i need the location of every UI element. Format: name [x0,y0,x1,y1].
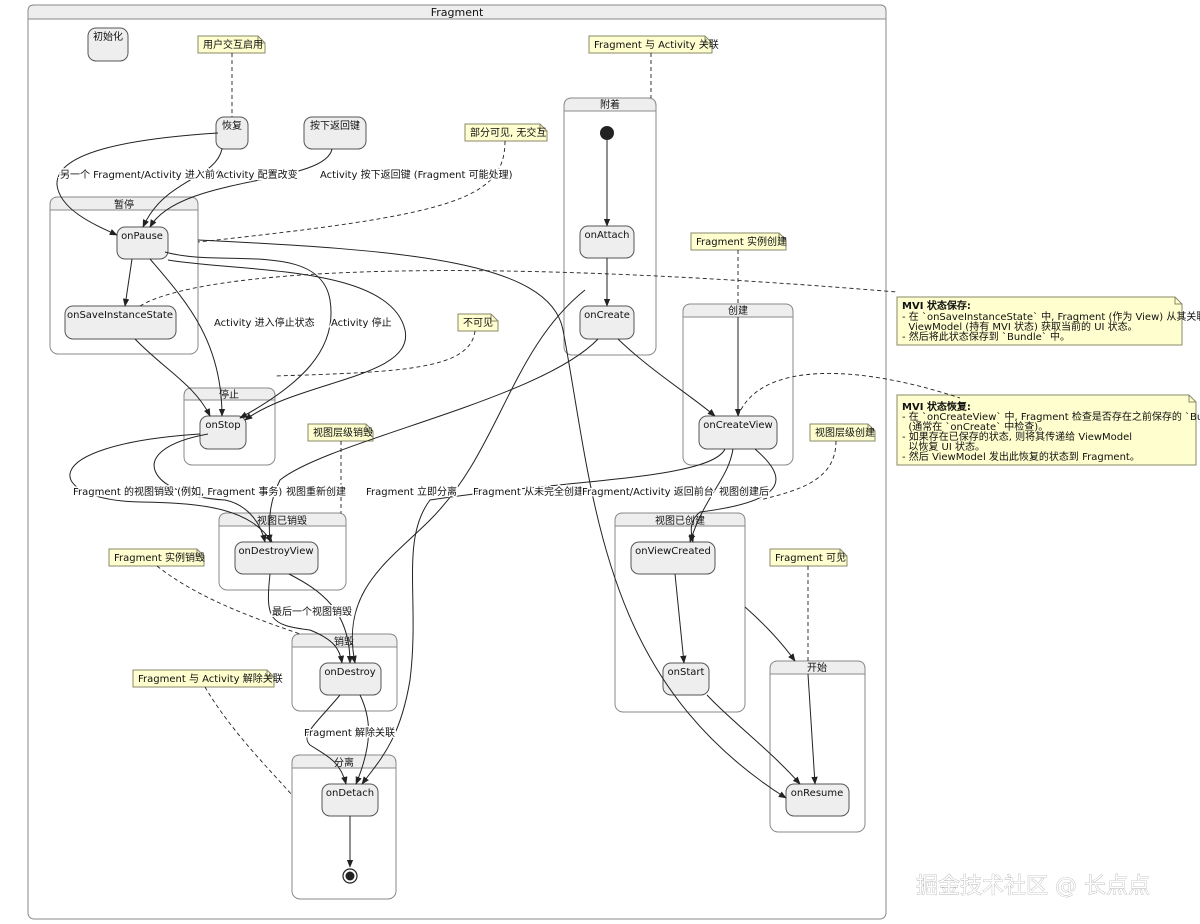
svg-text:Activity 按下返回键 (Fragment 可能处理): Activity 按下返回键 (Fragment 可能处理) [320,168,513,181]
state-onDestroy: onDestroy [319,662,382,696]
transitions [56,132,818,868]
state-onCreateView-label: onCreateView [703,420,772,431]
state-back-pressed: 按下返回键 [303,116,367,150]
note-unlink: Fragment 与 Activity 解除关联 [132,669,283,688]
svg-text:Activity 配置改变: Activity 配置改变 [217,168,298,181]
svg-text:视图层级销毁: 视图层级销毁 [313,426,373,439]
state-onCreate-label: onCreate [584,310,630,321]
note-instance-destroyed: Fragment 实例销毁 [108,548,205,567]
composite-started-label: 开始 [807,661,827,674]
svg-text:Fragment 实例销毁: Fragment 实例销毁 [114,551,205,564]
svg-text:Fragment 立即分离: Fragment 立即分离 [366,485,457,498]
composite-stopped-label: 停止 [219,388,239,401]
state-init: 初始化 [87,27,129,62]
state-onPause: onPause [116,226,169,260]
state-onSaveInstanceState-label: onSaveInstanceState [67,310,173,321]
composite-view-created-label: 视图已创建 [655,514,705,527]
state-onStart-label: onStart [668,667,705,678]
svg-text:视图重新创建: 视图重新创建 [286,485,346,498]
note-connectors [139,52,961,796]
state-resumed-label: 恢复 [222,119,242,132]
svg-text:Fragment/Activity 返回前台: Fragment/Activity 返回前台 [582,485,714,498]
note-mvi-save: MVI 状态保存: - 在 `onSaveInstanceState` 中, F… [896,296,1200,346]
state-onStop: onStop [199,415,247,450]
svg-text:Fragment 与 Activity 解除关联: Fragment 与 Activity 解除关联 [138,672,283,685]
svg-text:视图创建后: 视图创建后 [719,485,769,498]
svg-text:Fragment 可见: Fragment 可见 [775,552,846,564]
state-onAttach-label: onAttach [585,230,630,241]
state-onResume-label: onResume [791,788,844,799]
svg-text:Activity 进入停止状态: Activity 进入停止状态 [214,316,315,329]
frame-title: Fragment [431,6,484,19]
note-mvi-restore: MVI 状态恢复: - 在 `onCreateView` 中, Fragment… [896,394,1200,466]
state-onDestroyView: onDestroyView [234,541,319,575]
svg-text:另一个 Fragment/Activity 进入前台: 另一个 Fragment/Activity 进入前台 [60,168,225,181]
state-onStart: onStart [662,662,710,696]
svg-text:MVI 状态保存:: MVI 状态保存: [902,299,971,312]
composite-destroyed-label: 销毁 [334,635,354,648]
composite-paused-label: 暂停 [114,198,134,211]
initial-pseudostate [600,126,614,140]
composite-view-destroyed-label: 视图已销毁 [257,514,307,527]
watermark: 掘金技术社区 @ 长点点 [916,874,1150,899]
note-fragment-visible: Fragment 可见 [769,548,848,567]
state-onDestroyView-label: onDestroyView [238,546,313,557]
state-onAttach: onAttach [579,225,635,259]
state-onCreateView: onCreateView [698,415,778,450]
note-fragment-activity-link: Fragment 与 Activity 关联 [588,35,719,54]
svg-text:MVI 状态恢复:: MVI 状态恢复: [902,400,971,413]
state-onDetach: onDetach [321,783,379,817]
state-onDestroy-label: onDestroy [324,667,375,678]
svg-text:用户交互启用: 用户交互启用 [203,38,263,51]
svg-text:ViewModel (持有 MVI 状态) 获取当前的 UI: ViewModel (持有 MVI 状态) 获取当前的 UI 状态。 [902,320,1138,333]
svg-text:Fragment 解除关联: Fragment 解除关联 [304,726,395,739]
note-user-interaction: 用户交互启用 [197,35,266,54]
composite-created-label: 创建 [728,304,748,317]
state-back-pressed-label: 按下返回键 [310,119,360,132]
state-onDetach-label: onDetach [326,788,374,799]
svg-text:不可见: 不可见 [463,317,493,329]
svg-text:以恢复 UI 状态。: 以恢复 UI 状态。 [902,440,985,453]
svg-text:Fragment 实例创建: Fragment 实例创建 [696,235,787,248]
svg-text:Fragment 与 Activity 关联: Fragment 与 Activity 关联 [594,38,719,51]
svg-text:视图层级创建: 视图层级创建 [815,426,875,439]
svg-text:- 在 `onCreateView` 中, Fragment: - 在 `onCreateView` 中, Fragment 检查是否存在之前保… [902,410,1200,423]
state-onViewCreated: onViewCreated [630,541,716,575]
state-onPause-label: onPause [121,231,163,242]
composite-detached-label: 分离 [334,756,354,769]
note-view-hierarchy-created: 视图层级创建 [809,423,876,442]
svg-text:- 在 `onSaveInstanceState` 中, F: - 在 `onSaveInstanceState` 中, Fragment (作… [902,310,1200,323]
svg-text:- 如果存在已保存的状态, 则将其传递给 ViewModel: - 如果存在已保存的状态, 则将其传递给 ViewModel [902,430,1132,443]
note-partially-visible: 部分可见, 无交互 [464,123,548,142]
svg-text:- 然后将此状态保存到 `Bundle` 中。: - 然后将此状态保存到 `Bundle` 中。 [902,330,1070,343]
svg-text:- 然后 ViewModel 发出此恢复的状态到 Fragm: - 然后 ViewModel 发出此恢复的状态到 Fragment。 [902,450,1140,463]
note-invisible: 不可见 [457,313,499,332]
note-instance-created: Fragment 实例创建 [690,232,787,251]
svg-text:最后一个视图销毁: 最后一个视图销毁 [272,605,352,618]
svg-text:部分可见, 无交互: 部分可见, 无交互 [470,126,546,139]
transition-labels: 另一个 Fragment/Activity 进入前台 Activity 配置改变… [59,167,771,741]
state-onResume: onResume [785,783,850,817]
state-init-label: 初始化 [93,30,123,43]
svg-text:(通常在 `onCreate` 中检查)。: (通常在 `onCreate` 中检查)。 [902,420,1048,433]
composite-attached-label: 附着 [600,98,620,111]
state-onSaveInstanceState: onSaveInstanceState [64,305,177,340]
svg-text:Activity 停止: Activity 停止 [331,316,392,329]
state-onViewCreated-label: onViewCreated [635,546,711,557]
svg-text:Fragment 的视图销毁 (例如, Fragment 事: Fragment 的视图销毁 (例如, Fragment 事务) [73,485,282,498]
state-onCreate: onCreate [579,305,635,340]
state-onStop-label: onStop [205,420,240,431]
note-view-hierarchy-destroyed: 视图层级销毁 [307,423,374,442]
svg-text:Fragment 从未完全创建: Fragment 从未完全创建 [473,485,584,498]
final-pseudostate [342,868,358,884]
state-resumed: 恢复 [215,116,249,150]
